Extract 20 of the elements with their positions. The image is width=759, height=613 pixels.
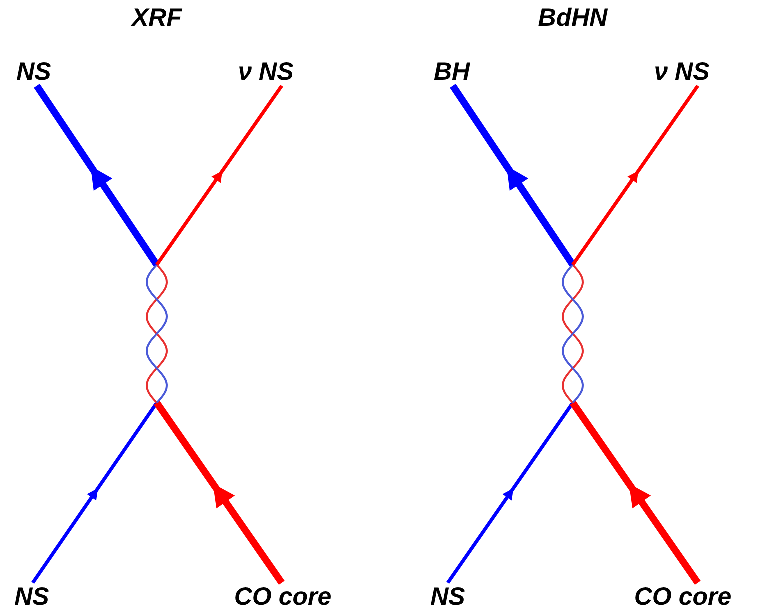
particle-arrow bbox=[154, 401, 285, 585]
panel-heading: BdHN bbox=[538, 4, 608, 32]
panel-heading: XRF bbox=[132, 4, 182, 32]
particle-label: NS bbox=[430, 583, 466, 611]
particle-arrow bbox=[450, 84, 576, 267]
particle-label: ν NS bbox=[654, 58, 710, 86]
wavy-line-drawing bbox=[561, 265, 585, 403]
particle-arrow bbox=[572, 85, 700, 266]
particle-arrow bbox=[32, 402, 158, 584]
particle-label: CO core bbox=[634, 583, 732, 611]
particle-arrow bbox=[570, 401, 701, 585]
particle-arrow bbox=[34, 84, 160, 267]
particle-label: NS bbox=[16, 58, 52, 86]
particle-arrow bbox=[446, 402, 574, 584]
particle-label: CO core bbox=[234, 583, 332, 611]
particle-label: BH bbox=[434, 58, 470, 86]
particle-arrow bbox=[156, 85, 284, 266]
wavy-line-drawing bbox=[145, 265, 169, 403]
particle-label: NS bbox=[14, 583, 50, 611]
particle-label: ν NS bbox=[238, 58, 294, 86]
